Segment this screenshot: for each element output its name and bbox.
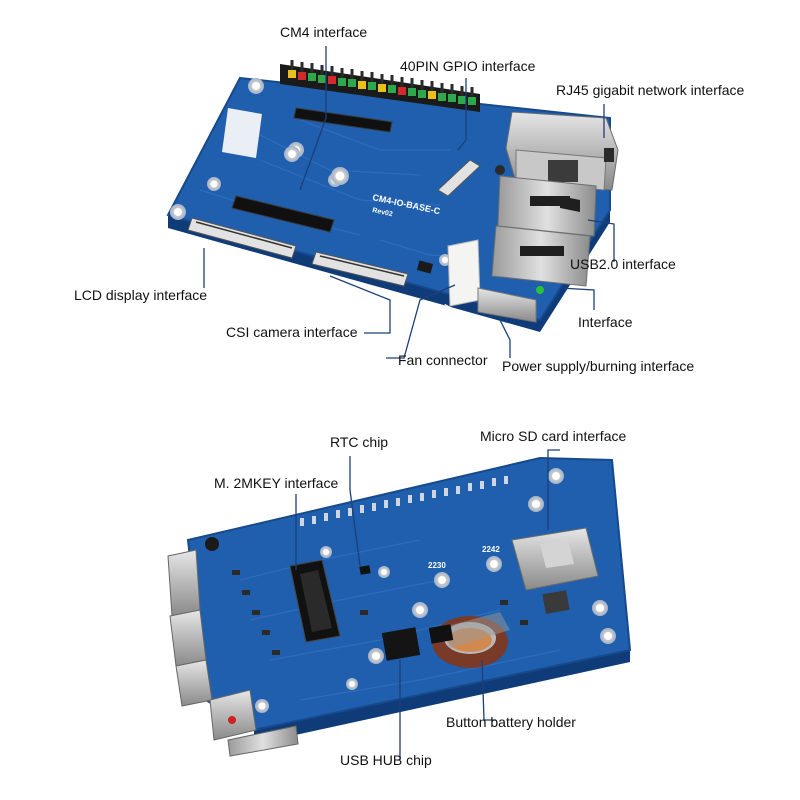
usb-ports — [491, 175, 597, 287]
top-leader-lines — [203, 46, 615, 359]
side-ports — [167, 549, 299, 757]
callout-battery-holder: Button battery holder — [446, 714, 576, 730]
callout-usb-hub-chip: USB HUB chip — [340, 752, 432, 768]
callout-gpio-interface: 40PIN GPIO interface — [400, 58, 536, 74]
callout-usb2-interface: USB2.0 interface — [570, 256, 676, 272]
callout-fan-connector: Fan connector — [398, 352, 488, 368]
usb-hub-chip — [381, 627, 421, 661]
callout-cm4-interface: CM4 interface — [280, 24, 368, 40]
pad-row — [300, 476, 508, 526]
callout-interface: Interface — [578, 314, 633, 330]
cm4-connectors — [231, 107, 393, 233]
callout-rtc-chip: RTC chip — [330, 434, 389, 450]
bottom-board: 2230 2242 — [167, 456, 632, 757]
silk-usb: USB — [495, 328, 512, 337]
m2-slot — [289, 559, 341, 643]
callout-power-interface: Power supply/burning interface — [502, 358, 695, 374]
gpio-header — [280, 60, 480, 112]
micro-sd-slot — [511, 527, 599, 591]
callout-m2-interface: M. 2MKEY interface — [214, 475, 339, 491]
callout-csi-interface: CSI camera interface — [226, 324, 358, 340]
silk-revision: Rev02 — [372, 207, 394, 218]
callout-rj45-interface: RJ45 gigabit network interface — [556, 82, 745, 98]
callout-sd-interface: Micro SD card interface — [480, 428, 627, 444]
silk-hole-2242: 2242 — [482, 545, 500, 554]
top-board: CM4-IO-BASE-C Rev02 FAN USB — [166, 60, 619, 337]
silk-hole-2230: 2230 — [428, 561, 446, 570]
bottom-leader-lines — [295, 449, 560, 760]
callout-lcd-interface: LCD display interface — [74, 287, 208, 303]
battery-holder — [432, 612, 510, 668]
rj45-jack — [505, 111, 619, 191]
